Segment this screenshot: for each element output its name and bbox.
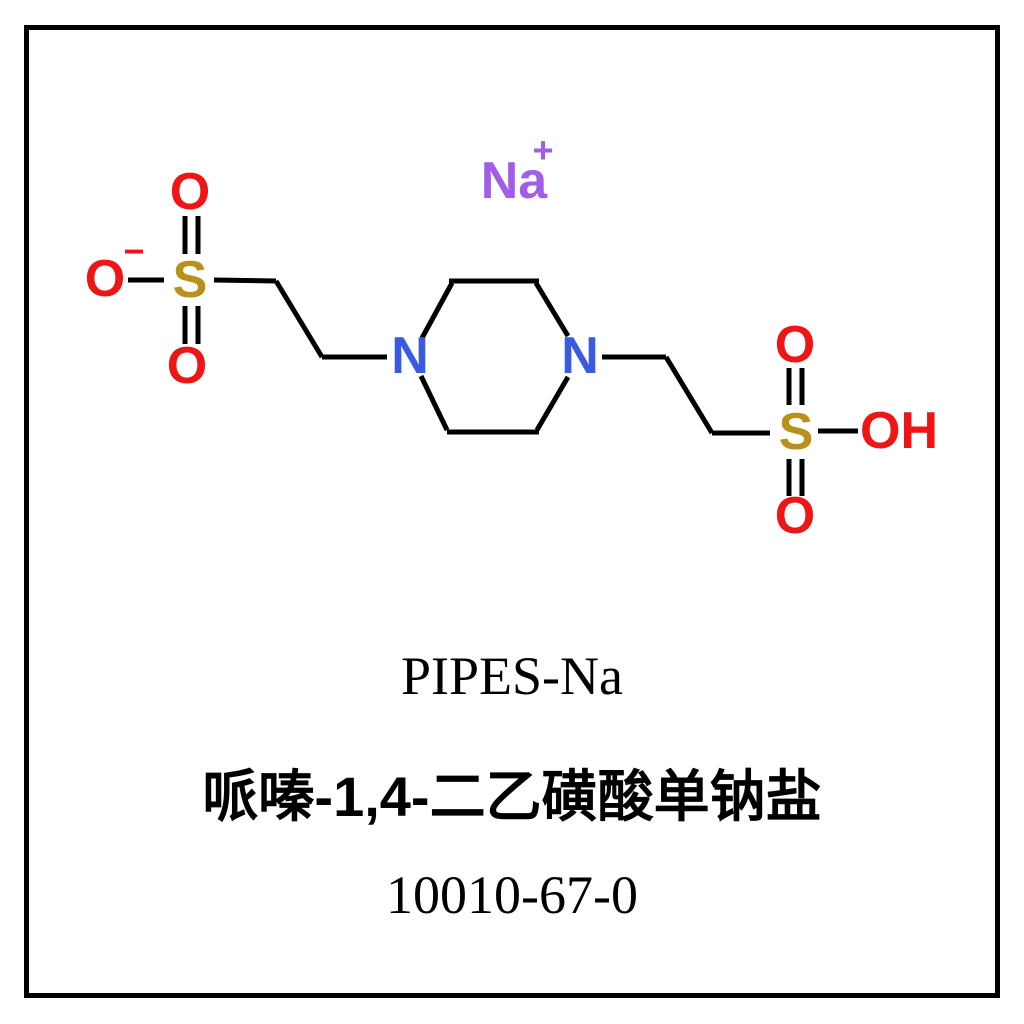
bond-line bbox=[534, 375, 571, 432]
atom-label-O3: O bbox=[167, 337, 207, 395]
bond-line bbox=[419, 281, 455, 340]
atom-label-O1: O bbox=[170, 163, 210, 221]
atom-label-O2: O bbox=[85, 250, 125, 308]
border-frame bbox=[24, 25, 1000, 998]
bond-line bbox=[273, 279, 325, 359]
atom-label-N2: N bbox=[561, 327, 599, 385]
atom-label-Na: Na bbox=[481, 152, 549, 210]
compound-cas-number: 10010-67-0 bbox=[386, 865, 638, 925]
bond-line bbox=[418, 374, 450, 432]
atom-label-N1: N bbox=[391, 327, 429, 385]
atom-label-S2: S bbox=[779, 403, 814, 461]
charge-label-O2: − bbox=[123, 231, 144, 272]
charge-label-Na: + bbox=[532, 130, 553, 171]
atom-label-O6: OH bbox=[860, 402, 938, 460]
compound-name-zh: 哌嗪-1,4-二乙磺酸单钠盐 bbox=[202, 765, 822, 828]
bond-line bbox=[213, 277, 277, 284]
compound-name-en: PIPES-Na bbox=[400, 646, 623, 706]
atom-label-O4: O bbox=[775, 316, 815, 374]
bond-line bbox=[663, 355, 715, 435]
atom-label-S1: S bbox=[173, 251, 208, 309]
bond-line bbox=[533, 281, 571, 338]
atom-label-O5: O bbox=[775, 487, 815, 545]
